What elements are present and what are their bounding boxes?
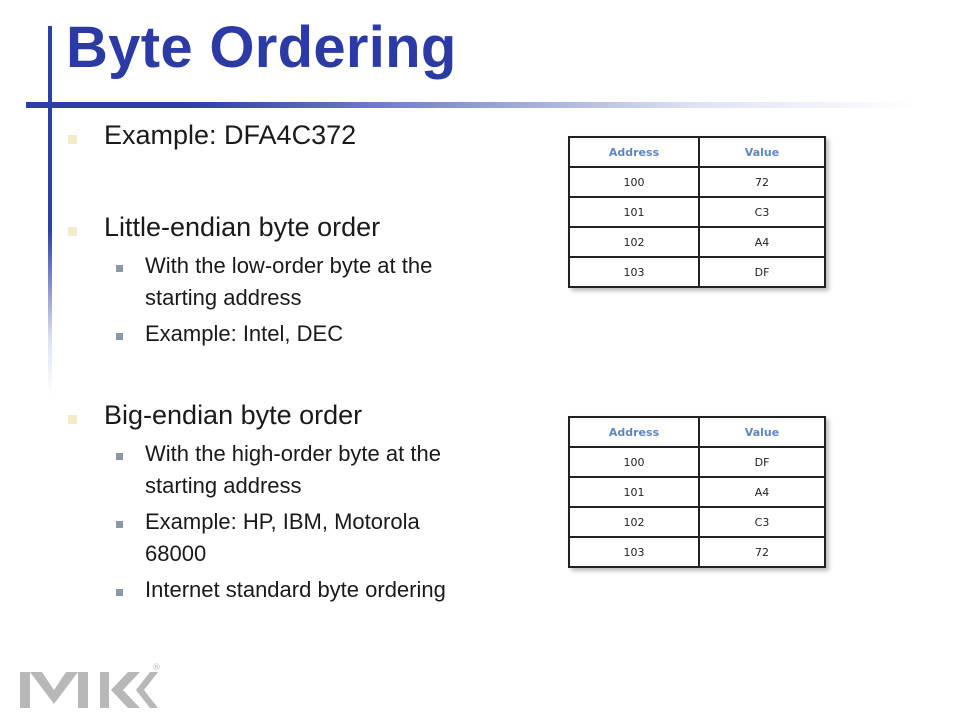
registered-mark: ® <box>152 663 161 673</box>
table-row: 102 C3 <box>568 506 826 538</box>
table-header-value: Value <box>698 416 826 448</box>
table-header-row: Address Value <box>568 136 826 168</box>
bullet-little-endian: Little-endian byte order <box>66 210 486 244</box>
sub-bullet-high-order: With the high-order byte at the starting… <box>66 438 495 502</box>
sub-bullet-internet-standard: Internet standard byte ordering <box>66 574 475 606</box>
value-cell: C3 <box>698 196 826 228</box>
table-row: 100 72 <box>568 166 826 198</box>
value-cell: 72 <box>698 166 826 198</box>
bullet-big-endian: Big-endian byte order <box>66 398 486 432</box>
sub-bullet-low-order: With the low-order byte at the starting … <box>66 250 485 314</box>
value-cell: DF <box>698 256 826 288</box>
title-vertical-rule <box>48 26 52 396</box>
table-header-row: Address Value <box>568 416 826 448</box>
table-header-address: Address <box>568 136 700 168</box>
sub-bullet-hp-ibm: Example: HP, IBM, Motorola 68000 <box>66 506 475 570</box>
address-cell: 103 <box>568 536 700 568</box>
bullet-example: Example: DFA4C372 <box>66 118 486 152</box>
table-row: 101 A4 <box>568 476 826 508</box>
address-cell: 102 <box>568 506 700 538</box>
value-cell: 72 <box>698 536 826 568</box>
table-row: 102 A4 <box>568 226 826 258</box>
address-cell: 101 <box>568 196 700 228</box>
address-cell: 100 <box>568 166 700 198</box>
value-cell: C3 <box>698 506 826 538</box>
big-endian-table: Address Value 100 DF 101 A4 102 C3 103 7… <box>568 416 826 568</box>
bullet-list: Example: DFA4C372 Little-endian byte ord… <box>66 118 486 606</box>
address-cell: 102 <box>568 226 700 258</box>
table-header-value: Value <box>698 136 826 168</box>
table-row: 103 DF <box>568 256 826 288</box>
table-row: 100 DF <box>568 446 826 478</box>
slide-title: Byte Ordering <box>66 15 457 80</box>
sub-bullet-intel-dec: Example: Intel, DEC <box>66 318 486 350</box>
address-cell: 103 <box>568 256 700 288</box>
mk-logo-icon: ® <box>20 663 161 708</box>
table-row: 101 C3 <box>568 196 826 228</box>
value-cell: DF <box>698 446 826 478</box>
value-cell: A4 <box>698 226 826 258</box>
address-cell: 100 <box>568 446 700 478</box>
title-horizontal-rule <box>26 102 916 108</box>
address-cell: 101 <box>568 476 700 508</box>
value-cell: A4 <box>698 476 826 508</box>
little-endian-table: Address Value 100 72 101 C3 102 A4 103 D… <box>568 136 826 288</box>
table-row: 103 72 <box>568 536 826 568</box>
table-header-address: Address <box>568 416 700 448</box>
